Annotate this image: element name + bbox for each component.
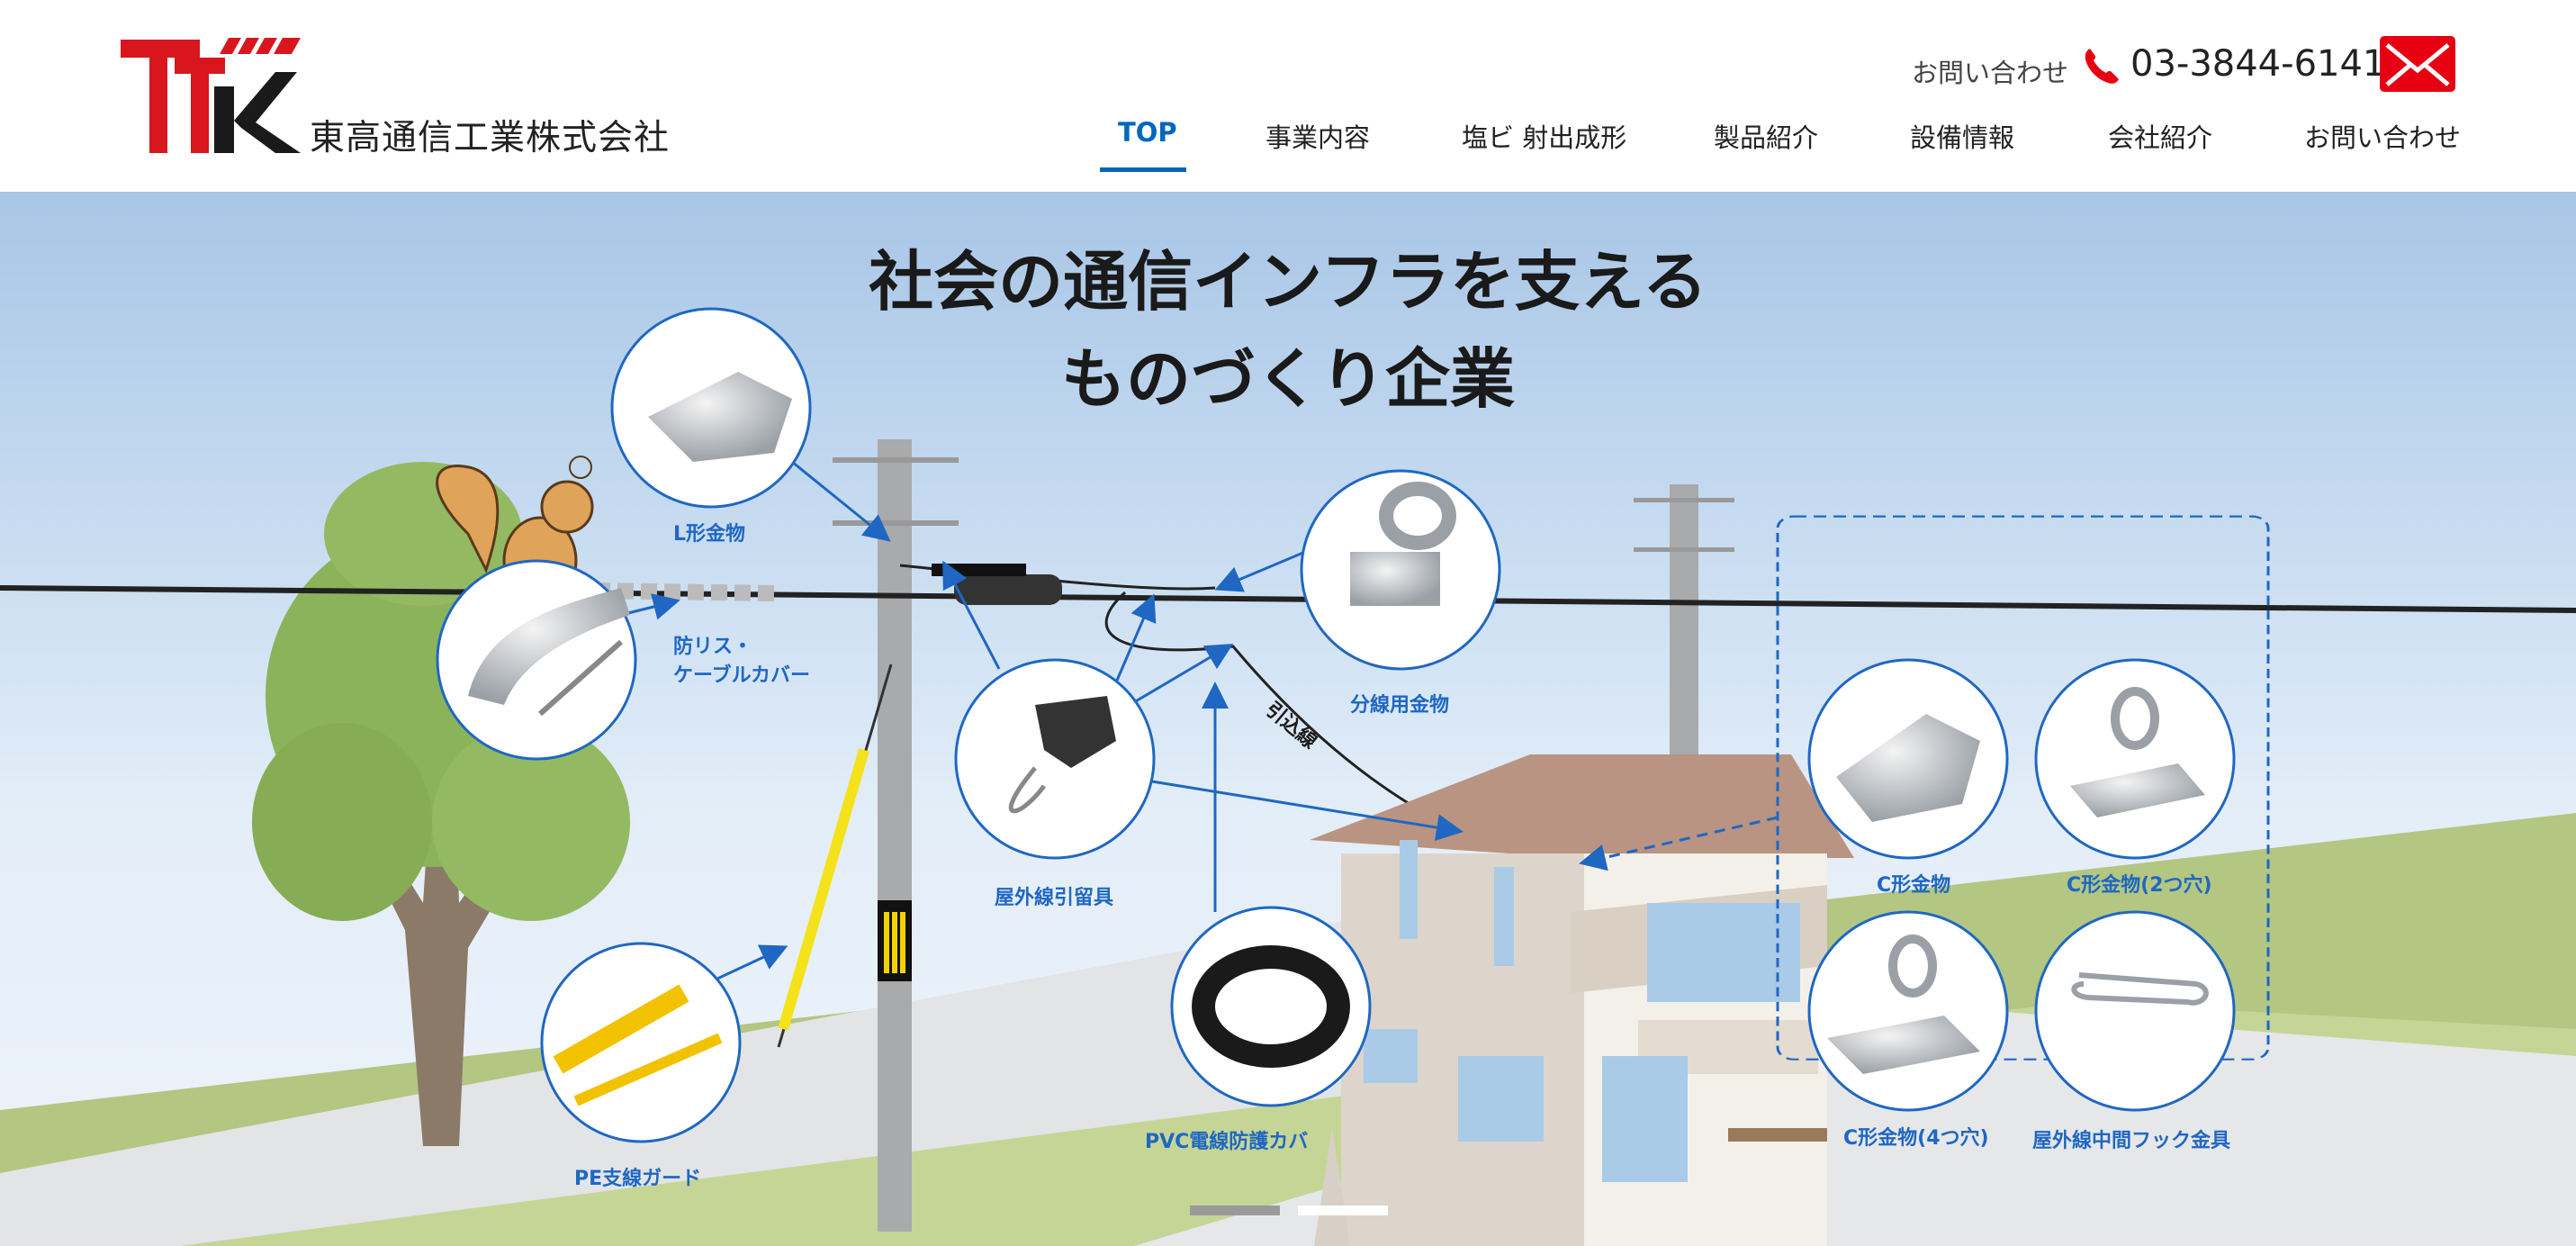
label-branch-fitting: 分線用金物 <box>1350 694 1450 717</box>
nav-company[interactable]: 会社紹介 <box>2108 122 2213 153</box>
phone-number[interactable]: 03-3844-6141 <box>2130 43 2386 85</box>
pointer-arrows <box>620 460 1464 981</box>
label-pvc-cover: PVC電線防護カバ <box>1145 1131 1309 1153</box>
site-header: 東高通信工業株式会社 お問い合わせ 03-3844-6141 TOP 事業内容 … <box>0 0 2576 192</box>
mail-icon <box>2385 43 2450 86</box>
label-hook: 屋外線中間フック金具 <box>2032 1130 2231 1152</box>
company-logo[interactable] <box>121 36 302 157</box>
product-circle-l-bracket[interactable] <box>610 307 812 509</box>
label-outdoor-clamp: 屋外線引留具 <box>995 887 1114 909</box>
house-illustration <box>1310 754 1854 1246</box>
product-circle-cable-cover[interactable] <box>436 559 637 761</box>
phone-icon <box>2085 49 2119 84</box>
mail-button[interactable] <box>2380 36 2455 92</box>
label-c-bracket-2: C形金物(2つ穴) <box>2067 874 2212 897</box>
hero-illustration: 引込線 <box>0 307 2576 1246</box>
nav-active-indicator <box>1100 167 1186 172</box>
label-pe-guard: PE支線ガード <box>574 1168 702 1190</box>
hero-headline: 社会の通信インフラを支える ものづくり企業 <box>0 233 2576 428</box>
slider-dot-2[interactable] <box>1298 1205 1388 1215</box>
label-cable-cover-2: ケーブルカバー <box>673 664 811 687</box>
contact-label: お問い合わせ <box>1912 58 2069 88</box>
product-circle-c-bracket-2[interactable] <box>2034 658 2236 860</box>
product-circle-c-bracket[interactable] <box>1807 658 2009 860</box>
label-c-bracket-4: C形金物(4つ穴) <box>1843 1127 1989 1150</box>
product-circle-pvc-cover[interactable] <box>1170 906 1372 1107</box>
company-name: 東高通信工業株式会社 <box>310 118 671 158</box>
product-circle-branch-fitting[interactable] <box>1300 469 1501 671</box>
nav-equipment[interactable]: 設備情報 <box>1910 122 2015 153</box>
nav-products[interactable]: 製品紹介 <box>1714 122 1819 153</box>
product-circle-c-bracket-4[interactable] <box>1807 910 2009 1112</box>
nav-pvc-injection[interactable]: 塩ビ 射出成形 <box>1462 122 1627 153</box>
product-circle-pe-guard[interactable] <box>540 942 742 1143</box>
label-c-bracket: C形金物 <box>1877 874 1951 897</box>
product-circle-hook[interactable] <box>2034 910 2236 1112</box>
label-cable-cover-1: 防リス・ <box>673 636 753 658</box>
product-circle-outdoor-clamp[interactable] <box>954 658 1156 860</box>
guy-wire <box>777 664 893 1048</box>
hero-slider: 引込線 社会の通信インフラを支える ものづくり企業 L形金物 防リス・ ケーブル… <box>0 192 2576 1246</box>
nav-business[interactable]: 事業内容 <box>1265 122 1371 153</box>
label-l-bracket: L形金物 <box>673 523 746 546</box>
nav-top[interactable]: TOP <box>1118 117 1177 148</box>
wire-label: 引込線 <box>1261 698 1321 754</box>
nav-contact[interactable]: お問い合わせ <box>2304 122 2462 153</box>
c-bracket-group-frame <box>1776 515 2270 1061</box>
hero-headline-line-2: ものづくり企業 <box>1060 341 1515 417</box>
utility-pole-left <box>833 439 959 1232</box>
slider-dot-1[interactable] <box>1190 1205 1280 1215</box>
hero-headline-line-1: 社会の通信インフラを支える <box>869 244 1707 320</box>
